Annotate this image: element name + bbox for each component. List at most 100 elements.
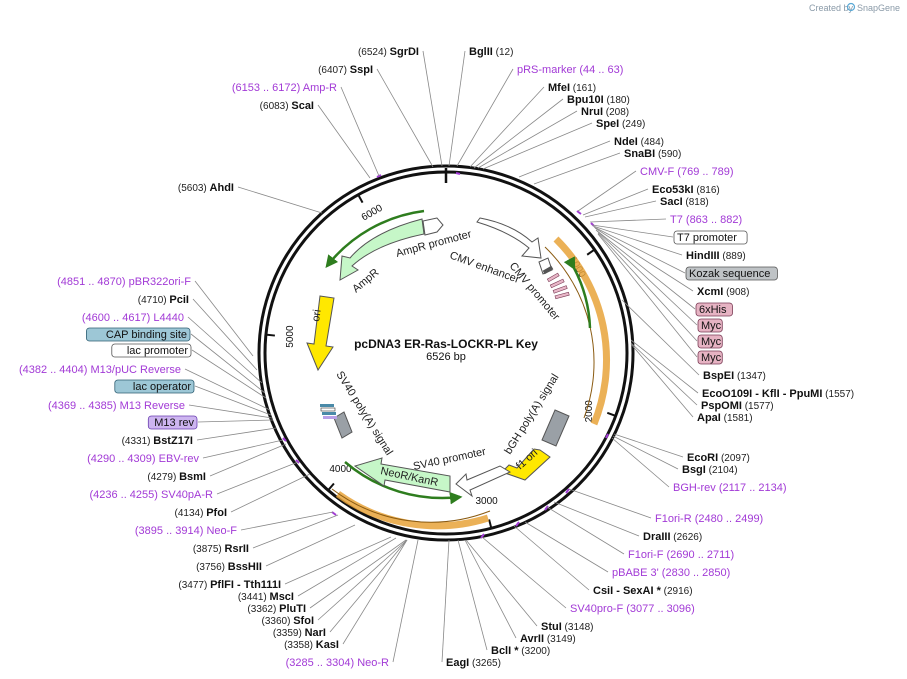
site-label[interactable]: (4331) BstZ17I [122, 435, 193, 447]
site-label[interactable]: SacI (818) [660, 196, 709, 208]
site-label[interactable]: HindIII (889) [686, 250, 746, 262]
site-label-name: CMV-F [640, 166, 675, 178]
site-label[interactable]: XcmI (908) [697, 286, 749, 298]
enzyme-label: ApaI (1581) [697, 412, 753, 424]
enzyme-label: PspOMI (1577) [701, 400, 774, 412]
site-label[interactable]: (4134) PfoI [175, 507, 227, 519]
site-label-pos: (4382 .. 4404) [19, 364, 91, 376]
site-label[interactable]: (3285 .. 3304) Neo-R [286, 657, 389, 669]
leader-line [202, 439, 284, 459]
site-label[interactable]: pBABE 3' (2830 .. 2850) [612, 567, 730, 579]
enzyme-label: BsgI (2104) [682, 464, 738, 476]
leader-line [465, 539, 538, 627]
site-label[interactable]: ApaI (1581) [697, 412, 753, 424]
site-label-name: MscI [270, 591, 294, 603]
site-label-name: PflFI [210, 579, 234, 591]
site-label[interactable]: PspOMI (1577) [701, 400, 774, 412]
site-label[interactable]: StuI (3148) [541, 621, 593, 633]
site-label[interactable]: M13 rev [147, 415, 198, 430]
feature-tag-box [697, 334, 723, 349]
site-label[interactable]: (4600 .. 4617) L4440 [82, 312, 184, 324]
primer-label: (4290 .. 4309) EBV-rev [87, 453, 199, 465]
leader-line [481, 536, 567, 609]
site-label[interactable]: BclI * (3200) [491, 645, 550, 657]
site-label[interactable]: (4236 .. 4255) SV40pA-R [89, 489, 213, 501]
feature-tag-label: Myc [701, 352, 722, 364]
primer-label: F1ori-F (2690 .. 2711) [628, 549, 734, 561]
site-label[interactable]: (6524) SgrDI [358, 46, 419, 58]
site-label[interactable]: (4279) BsmI [147, 471, 206, 483]
site-label[interactable]: Kozak sequence [685, 266, 778, 281]
leader-line [592, 225, 683, 256]
credit-text: Created by [809, 3, 854, 13]
site-label[interactable]: (4710) PciI [138, 294, 189, 306]
site-label[interactable]: lac operator [114, 379, 195, 394]
site-label[interactable]: SV40pro-F (3077 .. 3096) [570, 603, 695, 615]
site-label[interactable]: BGH-rev (2117 .. 2134) [673, 482, 787, 494]
site-label-pos: (2480 .. 2499) [692, 513, 764, 525]
snapgene-logo-icon [846, 2, 856, 12]
site-label[interactable]: lac promoter [111, 343, 192, 358]
site-label[interactable]: 6xHis [695, 302, 733, 317]
site-label[interactable]: (3756) BssHII [196, 561, 262, 573]
site-label[interactable]: AvrII (3149) [520, 633, 576, 645]
site-label[interactable]: F1ori-F (2690 .. 2711) [628, 549, 734, 561]
site-label[interactable]: NdeI (484) [614, 136, 664, 148]
site-label[interactable]: SnaBI (590) [624, 148, 681, 160]
site-label[interactable]: T7 (863 .. 882) [670, 214, 742, 226]
motif-1 [542, 265, 554, 275]
site-label-name: SV40pro-F [570, 603, 623, 615]
site-label[interactable]: Myc [697, 350, 723, 365]
enzyme-label: BspEI (1347) [703, 370, 766, 382]
site-label[interactable]: (4290 .. 4309) EBV-rev [87, 453, 199, 465]
primer-label: (4382 .. 4404) M13/pUC Reverse [19, 364, 181, 376]
site-label[interactable]: NruI (208) [581, 106, 629, 118]
site-label[interactable]: (4369 .. 4385) M13 Reverse [48, 400, 185, 412]
site-label[interactable]: (4851 .. 4870) pBR322ori-F [57, 276, 191, 288]
site-label-pos: (590) [655, 149, 681, 160]
site-label[interactable]: SpeI (249) [596, 118, 645, 130]
site-label[interactable]: Myc [697, 318, 723, 333]
site-label[interactable]: pRS-marker (44 .. 63) [517, 64, 623, 76]
site-label-name: EagI [446, 657, 469, 669]
site-label[interactable]: (3358) KasI [284, 639, 339, 651]
site-label[interactable]: Eco53kI (816) [652, 184, 720, 196]
site-label[interactable]: (3875) RsrII [193, 543, 249, 555]
site-label[interactable]: EcoO109I - KflI - PpuMI (1557) [702, 388, 854, 400]
site-label[interactable]: Myc [697, 334, 723, 349]
site-label[interactable]: MfeI (161) [548, 82, 596, 94]
site-label[interactable]: (3477) PflFI - Tth111I [178, 579, 281, 591]
site-label[interactable]: DraIII (2626) [643, 531, 702, 543]
leader-line [187, 316, 263, 384]
site-label[interactable]: EcoRI (2097) [687, 452, 750, 464]
site-label[interactable]: BspEI (1347) [703, 370, 766, 382]
enzyme-label: (3477) PflFI - Tth111I [178, 579, 281, 591]
site-label[interactable]: (4382 .. 4404) M13/pUC Reverse [19, 364, 181, 376]
site-label[interactable]: CsiI - SexAI * (2916) [593, 585, 693, 597]
site-label[interactable]: (3362) PluTI [247, 603, 306, 615]
site-label[interactable]: BglII (12) [469, 46, 513, 58]
site-label[interactable]: (3359) NarI [273, 627, 326, 639]
leader-line [595, 229, 696, 310]
site-label[interactable]: CAP binding site [86, 327, 191, 342]
leader-line [612, 435, 679, 470]
site-label[interactable]: (6083) ScaI [260, 100, 314, 112]
site-label[interactable]: (3360) SfoI [262, 615, 314, 627]
site-label[interactable]: EagI (3265) [446, 657, 501, 669]
site-label[interactable]: CMV-F (769 .. 789) [640, 166, 734, 178]
site-label[interactable]: (6153 .. 6172) Amp-R [232, 82, 337, 94]
feature-tag-box [685, 266, 778, 281]
site-label[interactable]: F1ori-R (2480 .. 2499) [655, 513, 763, 525]
site-label[interactable]: (3441) MscI [238, 591, 294, 603]
myc-tag-3-motif [554, 291, 570, 300]
site-label[interactable]: T7 promoter [673, 230, 748, 245]
cmv-enhancer-shape [476, 217, 542, 259]
site-label[interactable]: (6407) SspI [318, 64, 373, 76]
site-label[interactable]: BsgI (2104) [682, 464, 738, 476]
site-label-extra: - SexAI * [613, 585, 661, 597]
site-label[interactable]: (3895 .. 3914) Neo-F [135, 525, 237, 537]
site-label[interactable]: Bpu10I (180) [567, 94, 630, 106]
site-label-name: EcoRI [687, 452, 718, 464]
site-label-name: BspEI [703, 370, 734, 382]
site-label[interactable]: (5603) AhdI [178, 182, 234, 194]
